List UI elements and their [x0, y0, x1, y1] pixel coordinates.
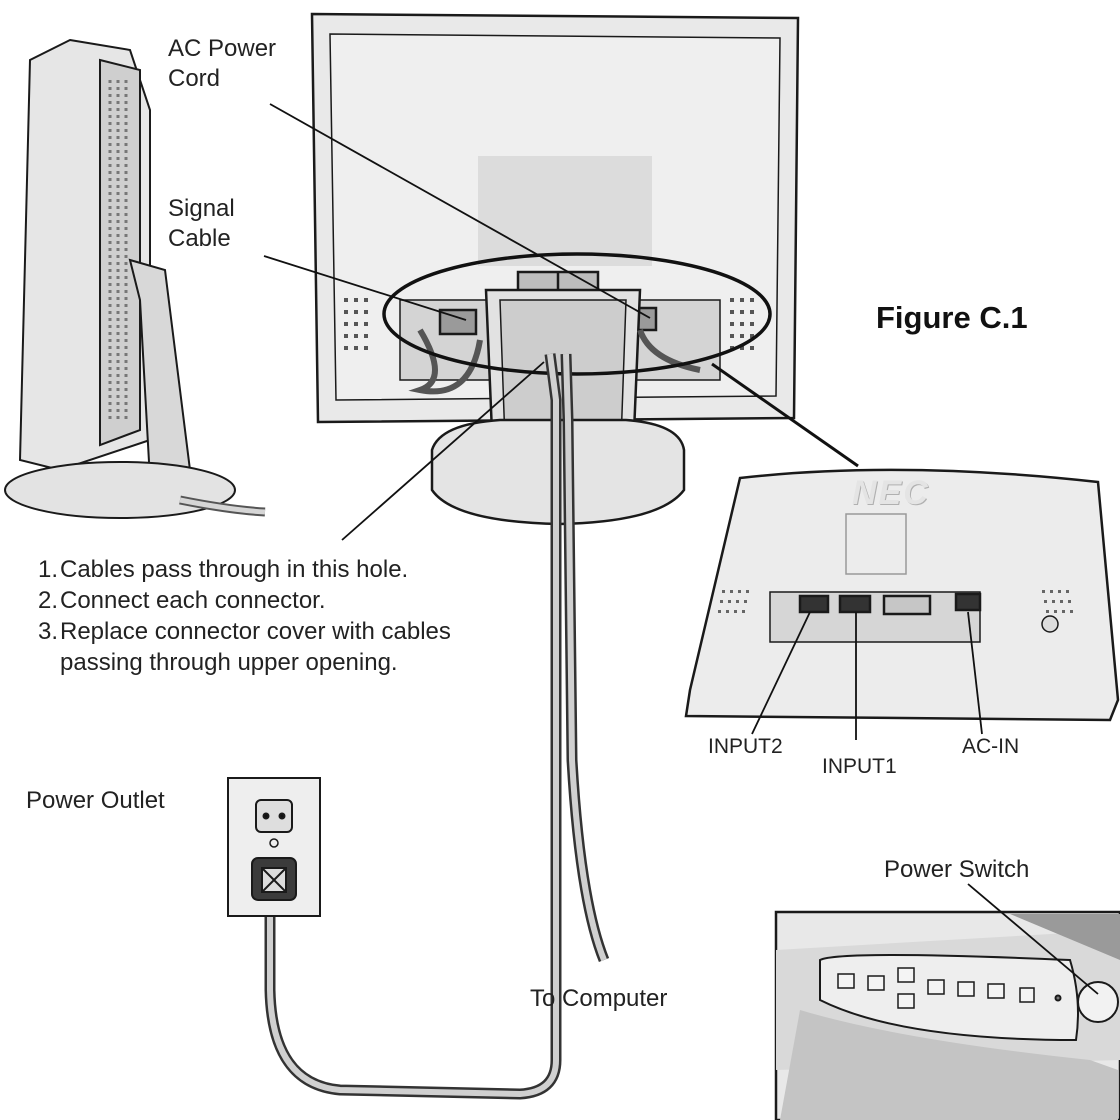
leader-to-inset: [711, 362, 859, 468]
step-text: Connect each connector.: [60, 587, 326, 614]
label-input2: INPUT2: [708, 735, 783, 758]
leader-signal-cable: [263, 255, 467, 321]
instruction-steps: 1.Cables pass through in this hole. 2.Co…: [38, 554, 508, 678]
connector-highlight-ellipse: [382, 252, 772, 376]
label-power-switch: Power Switch: [884, 856, 1030, 883]
step-2: 2.Connect each connector.: [38, 585, 508, 616]
leader-input2: [751, 611, 811, 735]
leader-lines: [263, 103, 1099, 995]
step-text: Cables pass through in this hole.: [60, 556, 409, 583]
step-3: 3.Replace connector cover with cables pa…: [38, 616, 480, 678]
inset-monitor-back: [684, 468, 1120, 722]
label-input1: INPUT1: [822, 755, 897, 778]
step-1: 1.Cables pass through in this hole.: [38, 554, 508, 585]
step-number: 2.: [38, 587, 59, 614]
step-number: 1.: [38, 556, 59, 583]
power-outlet: [227, 777, 321, 917]
figure-title: Figure C.1: [876, 300, 1028, 335]
right-vent-grid: [730, 298, 754, 350]
label-ac-in: AC-IN: [962, 735, 1020, 758]
power-switch-inset: [774, 910, 1120, 1120]
label-ac-power-cord: AC Power Cord: [168, 35, 277, 92]
brand-logo: NEC: [852, 474, 930, 512]
step-number: 3.: [38, 618, 59, 645]
rear-view-monitor: [310, 12, 800, 526]
left-vent-grid: [344, 298, 368, 350]
leader-power-switch: [967, 883, 1099, 995]
leader-ac-power-cord: [269, 103, 651, 319]
step-text: Replace connector cover with cables pass…: [60, 618, 451, 676]
label-to-computer: To Computer: [530, 985, 668, 1012]
label-signal-cable: Signal Cable: [168, 195, 235, 252]
leader-cable-hole: [341, 361, 545, 541]
side-view-monitor: [4, 38, 266, 519]
leader-ac-in: [967, 611, 983, 735]
cables-to-computer: [264, 353, 610, 1100]
label-power-outlet: Power Outlet: [26, 787, 165, 814]
